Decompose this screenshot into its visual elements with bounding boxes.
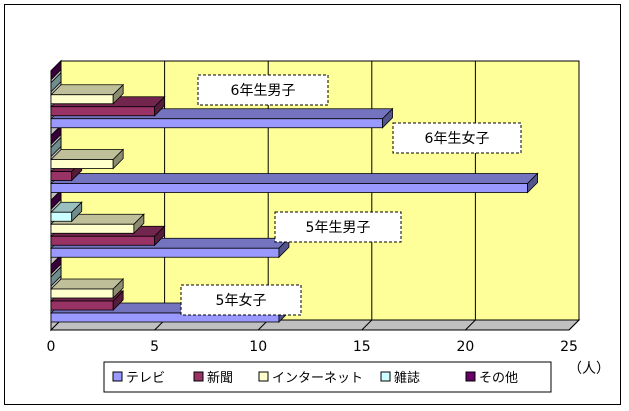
category-label-box — [180, 284, 302, 316]
x-tick-label: 25 — [560, 339, 578, 355]
legend-swatch — [258, 371, 269, 382]
gridline-floor — [361, 319, 373, 331]
legend-label: テレビ — [126, 371, 165, 386]
bar-front-face — [50, 235, 155, 246]
bar-top-face — [50, 149, 125, 160]
bar-front-face — [50, 288, 114, 299]
legend: テレビ 新聞 インターネット 雑誌 その他 — [103, 361, 552, 393]
bar-front-face — [50, 94, 114, 105]
gridline-floor — [465, 319, 476, 331]
legend-item: 新聞 — [193, 370, 233, 386]
chart-svg: 0 5 10 15 20 25 （人） 5年女子 5年生男子 6年生女子 6年生男子 テレビ 新聞 イ… — [47, 59, 610, 393]
bar-front-face — [50, 223, 135, 234]
bar-end-face — [154, 225, 166, 247]
bar — [50, 59, 62, 81]
bar-end-face — [50, 254, 62, 275]
bar-front-face — [50, 300, 114, 311]
bar-front-face — [50, 159, 114, 169]
category-callouts: 5年女子 5年生男子 6年生女子 6年生男子 — [180, 74, 522, 316]
x-tick-label: 20 — [456, 339, 474, 355]
legend-swatch — [465, 371, 476, 382]
legend-label: その他 — [479, 371, 518, 386]
bar-top-face — [50, 84, 125, 96]
category-label-box — [197, 74, 329, 106]
category-label: 5年女子 — [180, 284, 302, 316]
bar-end-face — [50, 266, 62, 287]
legend-item: その他 — [465, 371, 518, 386]
bar — [50, 278, 125, 299]
bar-end-face — [50, 136, 62, 158]
bar-end-face — [50, 189, 62, 211]
bar-front-face — [50, 247, 280, 258]
x-tick-label: 10 — [249, 339, 267, 355]
category-label: 6年生女子 — [392, 122, 522, 154]
category-label-text: 5年生男子 — [306, 220, 371, 236]
bar — [50, 83, 125, 105]
bar-end-face — [382, 107, 393, 129]
bar-front-face — [50, 118, 383, 129]
legend-label: インターネット — [272, 371, 363, 386]
category-label-box — [274, 211, 402, 243]
legend-item: テレビ — [112, 371, 165, 386]
legend-swatch — [112, 371, 123, 382]
bar — [50, 201, 83, 223]
x-axis-ticks: 0 5 10 15 20 25 （人） — [47, 339, 610, 377]
legend-swatch — [380, 371, 391, 382]
category-label-text: 5年女子 — [216, 292, 267, 309]
bar-end-face — [71, 201, 83, 223]
category-label-box — [392, 122, 522, 154]
bar-end-face — [112, 148, 124, 170]
chart-frame: 0 5 10 15 20 25 （人） 5年女子 5年生男子 6年生女子 6年生男子 テレビ 新聞 イ… — [4, 4, 621, 405]
bar-front-face — [50, 211, 73, 222]
legend-label: 雑誌 — [394, 370, 420, 386]
bar-front-face — [50, 106, 155, 117]
category-label: 5年生男子 — [274, 211, 402, 243]
bar-end-face — [50, 71, 62, 93]
bar-end-face — [50, 124, 62, 146]
x-tick-label: 15 — [353, 339, 371, 355]
x-axis-unit: （人） — [568, 361, 610, 377]
bar-top-face — [50, 173, 539, 184]
legend-label: 新聞 — [207, 370, 233, 386]
x-tick-label: 0 — [47, 339, 56, 355]
bar-end-face — [112, 290, 124, 311]
bar-front-face — [50, 171, 73, 181]
bar — [50, 71, 62, 93]
legend-swatch — [193, 371, 204, 382]
legend-item: インターネット — [258, 371, 363, 386]
bar-front-face — [50, 183, 528, 193]
bar-top-face — [50, 278, 125, 290]
bar-end-face — [527, 172, 538, 194]
legend-box — [103, 361, 552, 393]
bar — [50, 266, 62, 287]
bar-end-face — [50, 59, 62, 81]
category-label-text: 6年生男子 — [231, 83, 296, 99]
x-tick-label: 5 — [150, 339, 159, 355]
category-label-text: 6年生女子 — [425, 130, 490, 147]
bar-end-face — [154, 95, 166, 117]
bar — [50, 148, 125, 170]
legend-item: 雑誌 — [380, 370, 420, 386]
bar-end-face — [112, 83, 124, 105]
bar — [50, 172, 539, 194]
category-label: 6年生男子 — [197, 74, 329, 106]
bar-end-face — [133, 213, 145, 235]
bar-end-face — [112, 278, 124, 299]
gridline-floor — [568, 319, 580, 331]
bar — [50, 136, 62, 158]
